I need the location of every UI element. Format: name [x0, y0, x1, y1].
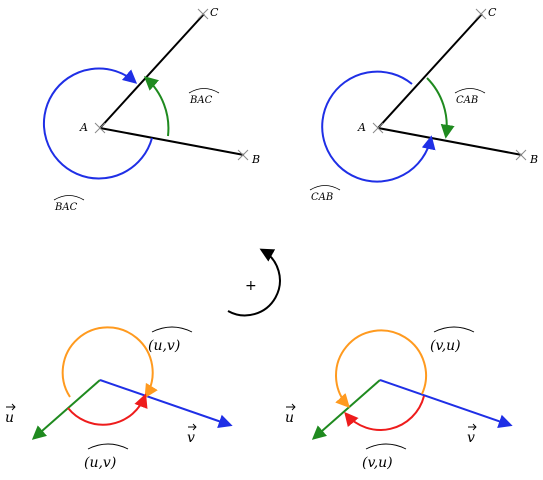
- ray-ab: [377, 127, 523, 156]
- svg-text:u: u: [285, 410, 294, 426]
- point-b-mark: [515, 149, 527, 161]
- vector-v: [379, 379, 513, 428]
- green-angle-label: CAB: [454, 88, 486, 106]
- vector-v: [99, 379, 233, 428]
- svg-text:u: u: [5, 410, 14, 426]
- green-angle-label: BAC: [188, 88, 220, 106]
- svg-text:v: v: [187, 430, 195, 446]
- svg-text:BAC: BAC: [189, 95, 213, 106]
- orange-angle-arc: [61, 326, 158, 399]
- point-c-mark: [197, 8, 209, 20]
- blue-reflex-arc: [42, 67, 153, 180]
- svg-text:CAB: CAB: [456, 95, 478, 106]
- point-b-mark: [237, 149, 249, 161]
- vector-u: [311, 379, 381, 440]
- svg-text:(v,u): (v,u): [430, 338, 461, 354]
- red-angle-arc: [67, 393, 148, 426]
- point-c-label: C: [488, 6, 497, 19]
- orange-angle-label: (u,v): [148, 326, 193, 354]
- blue-reflex-arc: [321, 70, 436, 183]
- top-left-diagram: A C B BAC BAC: [42, 6, 260, 213]
- svg-text:(u,v): (u,v): [84, 455, 116, 471]
- svg-text:(v,u): (v,u): [362, 455, 393, 471]
- vector-u-label: u: [5, 403, 16, 426]
- red-angle-label: (u,v): [84, 443, 129, 471]
- svg-text:CAB: CAB: [311, 192, 333, 203]
- point-a-label: A: [357, 121, 366, 134]
- vector-u: [31, 379, 101, 440]
- green-angle-arc: [426, 77, 455, 139]
- red-angle-arc: [344, 395, 425, 431]
- svg-text:(u,v): (u,v): [148, 338, 180, 354]
- point-b-label: B: [251, 153, 260, 166]
- ray-ac: [99, 13, 205, 129]
- point-a-label: A: [79, 121, 88, 134]
- point-c-label: C: [210, 6, 219, 19]
- positive-orientation-symbol: +: [245, 278, 257, 294]
- vector-v-label: v: [467, 423, 477, 446]
- point-c-mark: [475, 8, 487, 20]
- green-angle-arc: [143, 76, 170, 137]
- red-angle-label: (v,u): [362, 443, 407, 471]
- blue-angle-label: CAB: [309, 185, 341, 203]
- svg-text:v: v: [467, 430, 475, 446]
- ray-ac: [377, 13, 483, 129]
- counterclockwise-arrow-icon: +: [227, 248, 281, 317]
- point-a-mark: [94, 122, 106, 134]
- ray-ab: [99, 127, 245, 156]
- orange-angle-label: (v,u): [430, 326, 475, 354]
- point-a-mark: [372, 122, 384, 134]
- svg-text:BAC: BAC: [54, 202, 78, 213]
- point-b-label: B: [529, 153, 538, 166]
- blue-angle-label: BAC: [53, 195, 85, 213]
- orange-angle-arc: [335, 329, 427, 409]
- vector-u-label: u: [285, 403, 296, 426]
- bottom-left-diagram: u v (u,v) (u,v): [5, 326, 233, 471]
- bottom-right-diagram: u v (v,u) (v,u): [285, 326, 513, 471]
- top-right-diagram: A C B CAB CAB: [309, 6, 538, 203]
- vector-v-label: v: [187, 423, 197, 446]
